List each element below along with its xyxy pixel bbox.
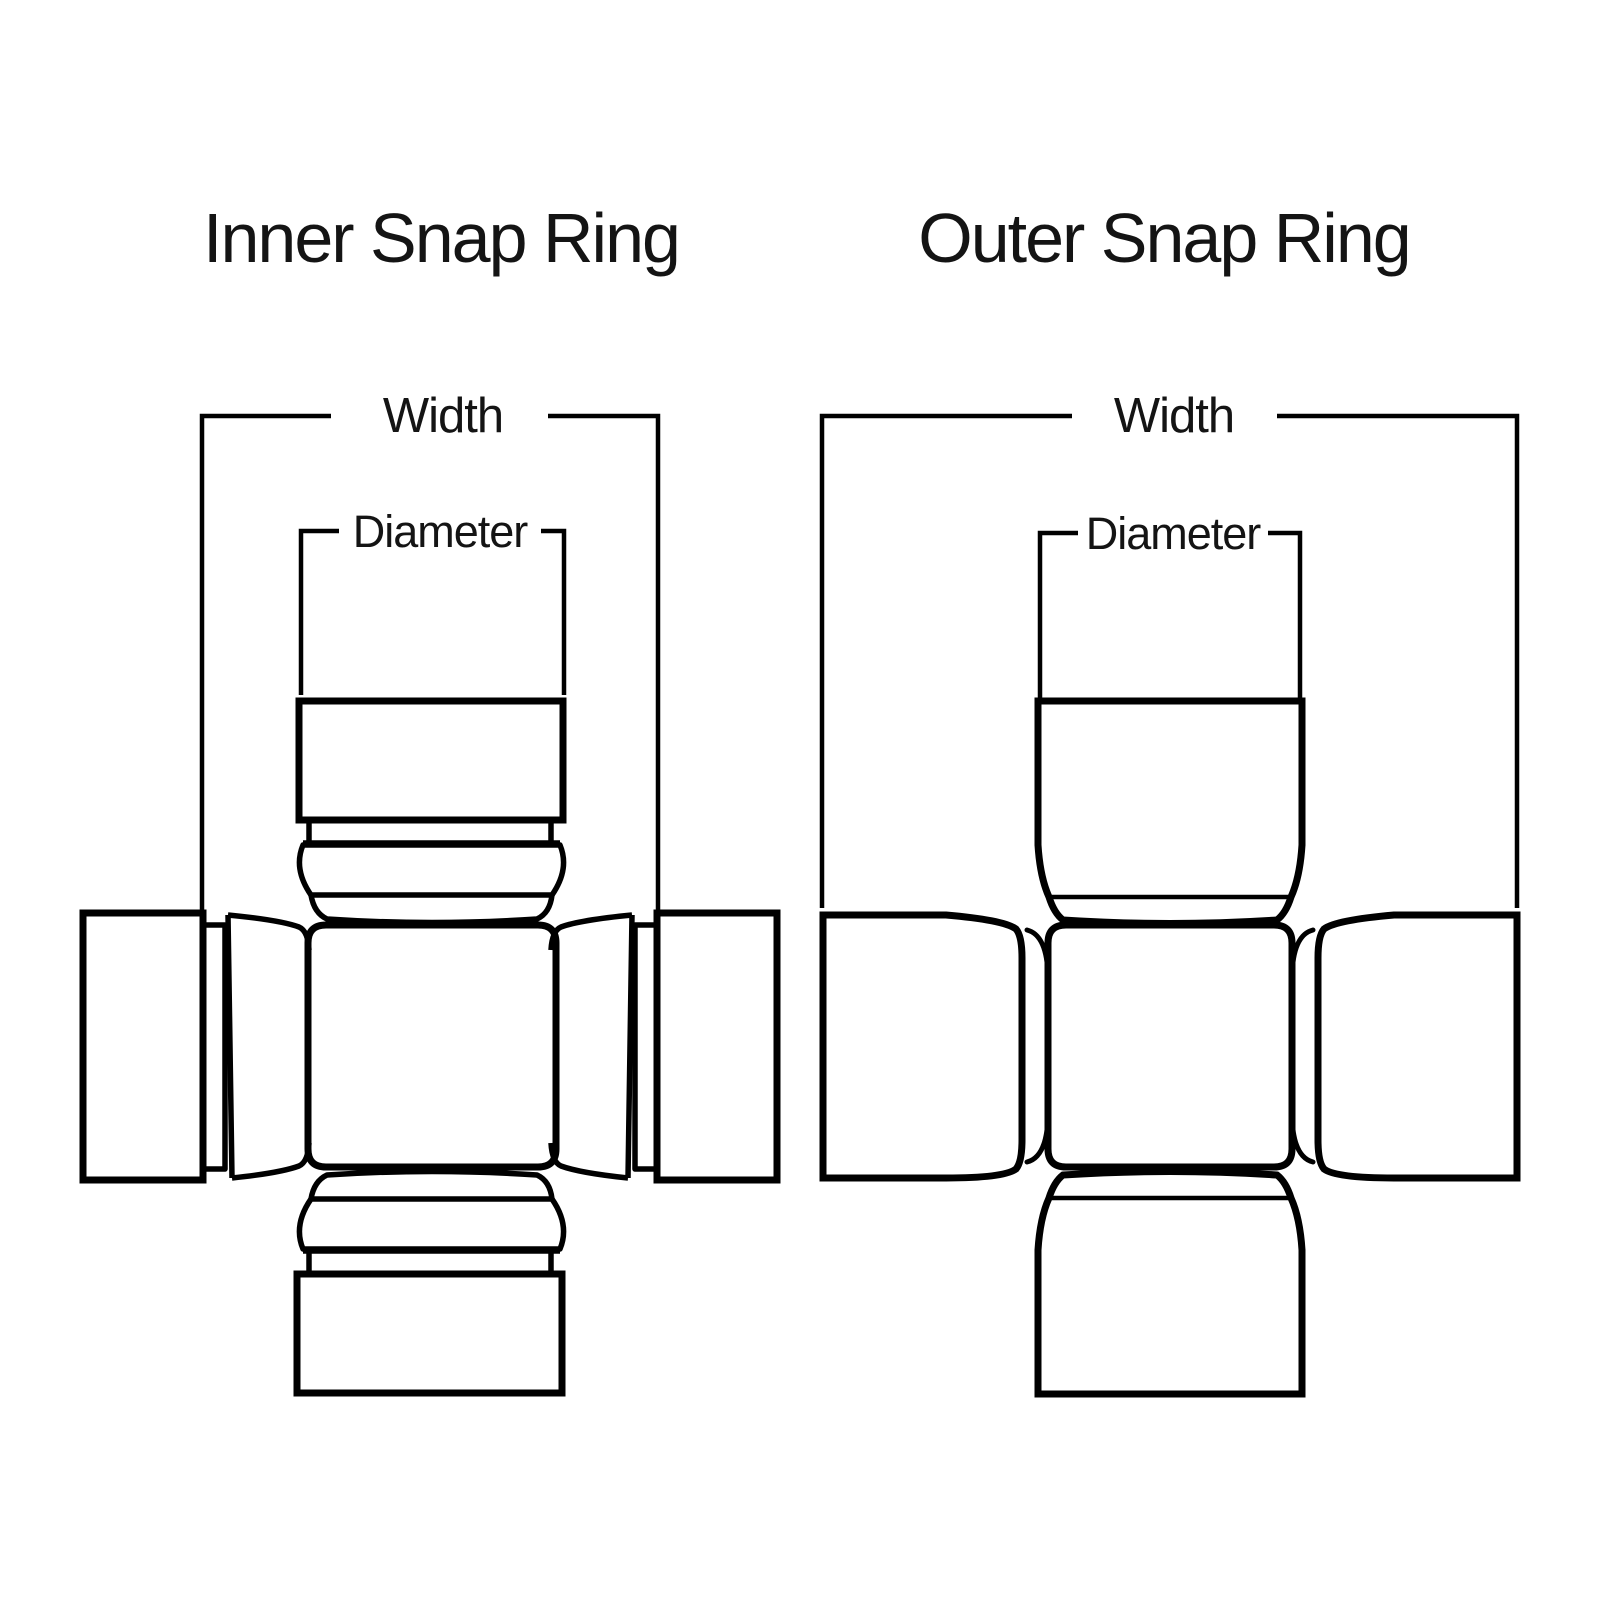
outer-width-label: Width [1114, 389, 1234, 443]
inner-width-bracket-right [548, 413, 661, 912]
outer-bottom-cap [1034, 1168, 1306, 1398]
inner-diameter-label: Diameter [353, 506, 529, 557]
outer-diameter-bracket-left [1037, 530, 1078, 698]
inner-diameter-bracket-right [541, 528, 567, 695]
outer-body-flare-bottom-left [1024, 1113, 1051, 1165]
inner-left-cap-boot [225, 912, 312, 1181]
inner-cross-body [304, 921, 560, 1171]
outer-diameter-bracket-right [1268, 530, 1303, 698]
outer-top-cap [1034, 697, 1306, 927]
inner-left-cap [79, 909, 207, 1184]
outer-left-cap [819, 911, 1026, 1182]
outer-body-flare-top-right [1289, 927, 1316, 979]
inner-bottom-cap-seal-band [296, 1196, 567, 1252]
inner-left-cap-snap-ring-groove [203, 922, 228, 1172]
outer-cross-body [1044, 921, 1296, 1171]
outer-diameter-label: Diameter [1086, 508, 1262, 559]
inner-snap-ring-diagram: Inner Snap Ring Width Diameter [79, 199, 781, 1397]
outer-right-cap [1314, 911, 1521, 1182]
inner-bottom-cap [293, 1270, 566, 1397]
outer-body-flare-bottom-right [1289, 1113, 1316, 1165]
outer-width-bracket-right [1277, 413, 1520, 908]
inner-diagram-title: Inner Snap Ring [203, 199, 679, 277]
inner-top-cap-seal-band [296, 842, 567, 898]
inner-width-bracket-left [199, 413, 331, 912]
inner-right-cap [653, 909, 781, 1184]
inner-bottom-cap-boot [308, 1168, 555, 1200]
outer-snap-ring-diagram: Outer Snap Ring Width Diameter [819, 199, 1521, 1398]
inner-width-label: Width [383, 389, 503, 443]
inner-right-cap-boot [548, 912, 635, 1181]
outer-body-flare-top-left [1024, 927, 1051, 979]
inner-right-cap-snap-ring-groove [632, 922, 657, 1172]
outer-width-bracket-left [819, 413, 1072, 908]
inner-diameter-bracket-left [298, 528, 339, 695]
inner-top-cap [295, 697, 567, 824]
inner-top-cap-boot [308, 894, 555, 926]
outer-diagram-title: Outer Snap Ring [918, 199, 1409, 277]
